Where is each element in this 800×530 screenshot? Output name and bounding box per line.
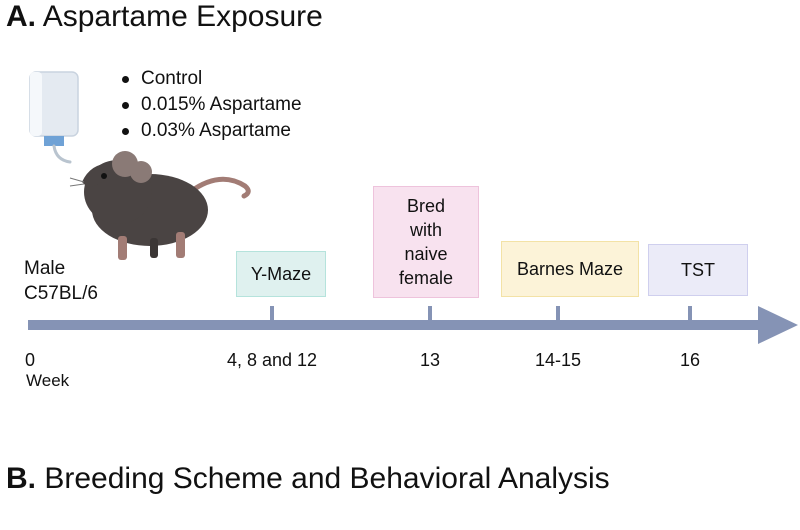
- timeline-unit: Week: [26, 371, 70, 390]
- section-b-letter: B.: [6, 462, 36, 495]
- water-bottle-icon: [29, 71, 79, 164]
- section-b-title: Breeding Scheme and Behavioral Analysis: [44, 462, 610, 495]
- group-item: Control: [120, 66, 302, 92]
- timeline-tick: [428, 306, 432, 322]
- timeline-tick: [270, 306, 274, 322]
- tick-label: 4, 8 and 12: [226, 350, 318, 370]
- mouse-icon: [69, 151, 251, 260]
- event-barnes-maze: Barnes Maze: [501, 241, 639, 297]
- tick-label: 14-15: [534, 350, 582, 370]
- section-b-heading: B. Breeding Scheme and Behavioral Analys…: [6, 462, 610, 496]
- event-tst: TST: [648, 244, 748, 296]
- group-item: 0.015% Aspartame: [120, 92, 302, 118]
- tick-label: 16: [679, 350, 701, 370]
- timeline-tick: [688, 306, 692, 322]
- event-y-maze: Y-Maze: [236, 251, 326, 297]
- section-a-heading: A. Aspartame Exposure: [6, 0, 323, 34]
- bullet-icon: [122, 127, 129, 135]
- illustration: [29, 71, 251, 260]
- group-item: 0.03% Aspartame: [120, 118, 302, 144]
- tick-label: 13: [419, 350, 441, 370]
- treatment-groups: Control 0.015% Aspartame 0.03% Aspartame: [120, 66, 302, 144]
- bullet-icon: [122, 75, 129, 83]
- event-breeding: Bred with naive female: [373, 186, 479, 298]
- timeline-axis: [28, 320, 760, 330]
- timeline: [28, 306, 798, 344]
- bullet-icon: [122, 101, 129, 109]
- timeline-tick: [556, 306, 560, 322]
- arrow-head-icon: [758, 306, 798, 344]
- section-a-title: Aspartame Exposure: [42, 0, 323, 33]
- section-a-letter: A.: [6, 0, 36, 33]
- subject-sex: Male: [24, 258, 66, 279]
- subject-label: Male C57BL/6: [24, 256, 98, 306]
- subject-strain: C57BL/6: [24, 283, 98, 304]
- tick-label-start: 0: [25, 350, 36, 370]
